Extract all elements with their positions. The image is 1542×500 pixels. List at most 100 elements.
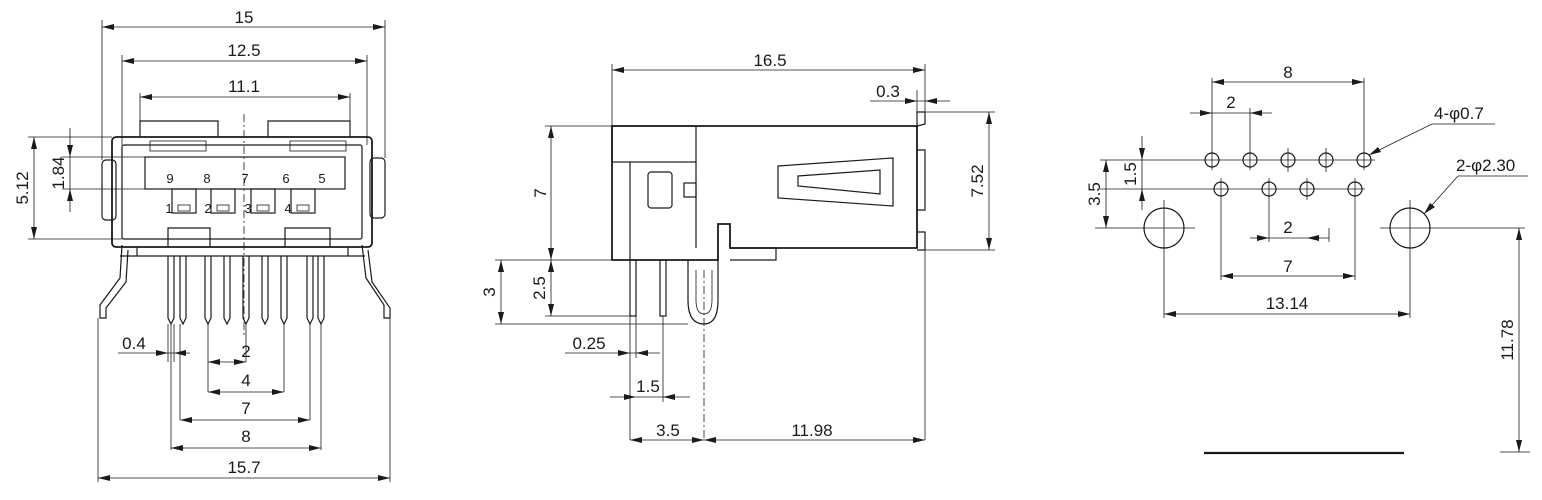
front-bottom-block-left <box>167 227 211 247</box>
dim-7-52: 7.52 <box>968 112 992 250</box>
contact-pad-inner <box>256 204 270 212</box>
dim-label: 3.5 <box>1085 182 1104 206</box>
contact-pad <box>250 188 276 214</box>
dim-label: 7.52 <box>968 164 987 197</box>
front-mount-leg-right <box>361 244 391 319</box>
contact-pad <box>210 188 236 214</box>
front-port-opening <box>144 156 346 190</box>
dim-label: 0.25 <box>572 334 605 353</box>
side-tab <box>683 182 697 198</box>
pin-number: 2 <box>204 201 211 216</box>
pin-number: 8 <box>203 171 210 186</box>
pin <box>317 256 325 326</box>
dim-label: 7 <box>1283 257 1292 276</box>
dim-label: 2 <box>1226 93 1235 112</box>
front-latch-left <box>139 120 219 137</box>
pin <box>223 256 231 326</box>
side-pin <box>659 259 667 317</box>
dim-16-5: 16.5 <box>612 51 925 73</box>
front-pins <box>167 256 325 326</box>
front-latch-slot-right <box>289 140 347 152</box>
dim-label: 2 <box>1283 218 1292 237</box>
side-clip-middle <box>917 149 926 211</box>
side-front-flange <box>611 125 697 163</box>
pin-number: 9 <box>166 171 173 186</box>
dim-label: 12.5 <box>227 41 260 60</box>
dim-13-14: 13.14 <box>1164 294 1410 317</box>
dim-5-12: 5.12 <box>13 137 37 239</box>
dim-11-78: 11.78 <box>1498 228 1530 453</box>
dim-label: 8 <box>241 427 250 446</box>
pin <box>280 256 288 326</box>
pin-number: 1 <box>165 201 172 216</box>
side-latch-spring <box>777 157 894 207</box>
contact-pad-inner <box>216 204 230 212</box>
dim-2: 2 <box>208 342 251 365</box>
dim-label: 15.7 <box>227 458 260 477</box>
side-view: 16.5 0.3 7 7.52 3 2.5 <box>480 51 995 443</box>
dim-15: 15 <box>102 8 385 30</box>
front-side-tab-right <box>369 157 386 219</box>
dim-7: 7 <box>531 126 554 260</box>
dim-label: 7 <box>531 188 550 197</box>
dim-1-5: 1.5 <box>1121 136 1145 210</box>
side-body <box>611 125 918 261</box>
side-clip-top <box>916 111 926 127</box>
front-bottom-block-right <box>284 227 331 247</box>
dim-label: 4 <box>241 371 250 390</box>
dim-8: 8 <box>1212 63 1364 85</box>
side-latch-spring-inner <box>797 169 881 195</box>
dim-4: 4 <box>208 371 284 395</box>
contact-pad <box>290 188 316 214</box>
pin-number: 3 <box>244 201 251 216</box>
dim-8: 8 <box>171 427 321 451</box>
pin-number: 7 <box>241 171 248 186</box>
dim-label: 1.5 <box>636 377 660 396</box>
pin-number: 6 <box>282 171 289 186</box>
dim-3: 3 <box>480 260 504 324</box>
pin <box>179 256 187 326</box>
dim-1-84: 1.84 <box>49 128 73 212</box>
dim-label: 1.5 <box>1121 162 1140 186</box>
dim-label: 3.5 <box>656 421 680 440</box>
dim-7: 7 <box>180 399 310 423</box>
dim-0-4: 0.4 <box>118 334 190 356</box>
contact-pad-inner <box>296 204 310 212</box>
dim-label: 11.78 <box>1498 319 1517 360</box>
front-outer-shell <box>111 136 373 248</box>
dim-label: 0.3 <box>876 82 900 101</box>
pin <box>167 256 175 326</box>
front-contacts <box>171 188 316 214</box>
pin <box>204 256 212 326</box>
contact-pad-inner <box>177 204 191 212</box>
dim-1-5: 1.5 <box>610 377 690 400</box>
dim-label: 3 <box>480 287 499 296</box>
dim-3-5: 3.5 <box>630 421 704 443</box>
leader-small-holes: 4-φ0.7 <box>1368 104 1495 156</box>
dim-label: 4-φ0.7 <box>1434 104 1484 123</box>
dim-0-25: 0.25 <box>565 334 660 356</box>
dim-label: 11.98 <box>791 421 832 440</box>
dim-label: 8 <box>1283 63 1292 82</box>
dim-7: 7 <box>1221 257 1355 279</box>
dim-2-5: 2.5 <box>530 260 554 316</box>
dim-15-7: 15.7 <box>98 458 390 481</box>
pin-number: 4 <box>284 201 291 216</box>
dim-label: 0.4 <box>122 334 146 353</box>
dim-label: 11.1 <box>228 77 260 96</box>
dim-label: 2 <box>241 342 250 361</box>
dim-label: 13.14 <box>1266 294 1309 313</box>
front-inner-shell <box>121 144 363 240</box>
pin <box>306 256 314 326</box>
dim-11-1: 11.1 <box>140 77 350 100</box>
dim-label: 15 <box>235 8 254 27</box>
dim-11-98: 11.98 <box>704 421 925 443</box>
side-window <box>647 171 673 209</box>
dim-12-5: 12.5 <box>122 41 367 64</box>
side-bottom-ledge <box>730 247 777 261</box>
pin-numbers-top: 9 8 7 6 5 <box>166 171 325 186</box>
front-view: 9 8 7 6 5 1 2 3 4 <box>13 8 391 482</box>
front-side-tab-left <box>101 159 117 221</box>
dim-2-top: 2 <box>1190 93 1272 116</box>
